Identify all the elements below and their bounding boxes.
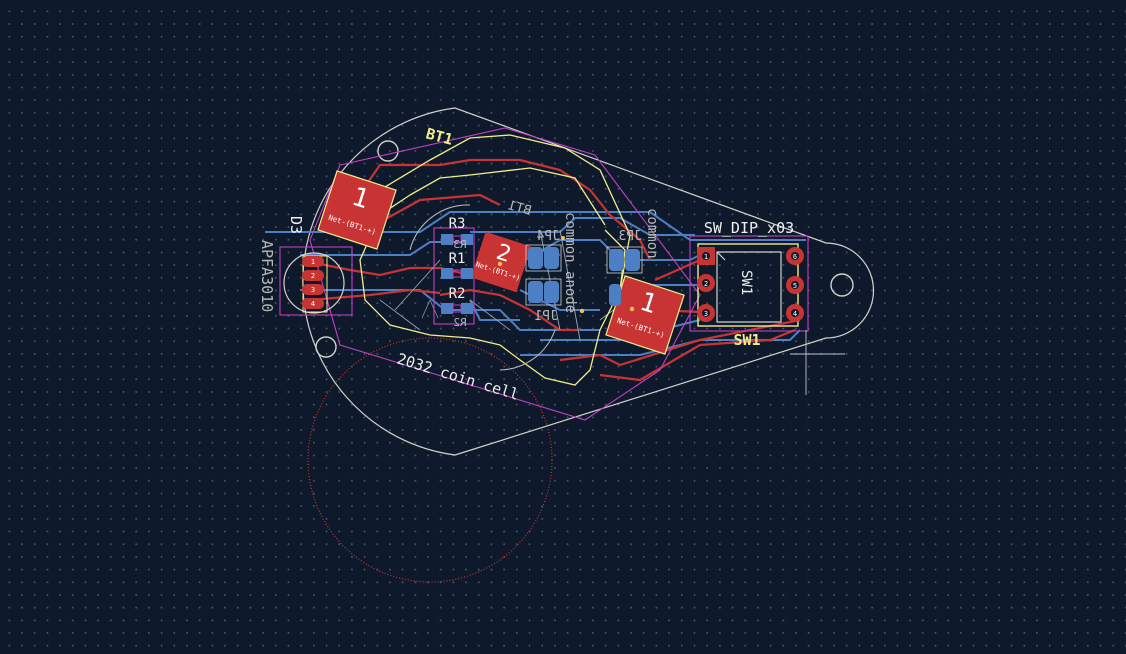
anchor-markers xyxy=(497,236,635,314)
svg-text:5: 5 xyxy=(793,282,797,290)
led-reference: D3 xyxy=(287,216,305,234)
resistor-r2[interactable]: R2 xyxy=(441,286,473,314)
mounting-hole-bottom-left xyxy=(315,336,337,358)
crosshair-cursor xyxy=(790,330,845,395)
battery-silk-outline xyxy=(359,134,631,386)
mounting-hole-top-left xyxy=(377,140,399,162)
ratsnest xyxy=(379,229,641,341)
courtyards xyxy=(279,127,809,421)
led-pin-numbers: 1 2 3 4 xyxy=(311,258,315,308)
jumper-jp1-ref: JP1 xyxy=(535,309,558,324)
svg-text:2: 2 xyxy=(311,272,315,280)
jumper-jp3[interactable]: JP3 xyxy=(606,229,643,274)
resistor-back-labels: R3 R2 xyxy=(453,238,466,329)
jumper-common-label: common xyxy=(644,208,660,259)
svg-text:1: 1 xyxy=(704,253,708,261)
jumper-jp1[interactable]: JP1 xyxy=(525,278,562,324)
led-value: APFA3010 xyxy=(258,240,276,312)
jumper-side-pads xyxy=(609,284,621,306)
resistor-r1[interactable]: R1 xyxy=(441,251,473,279)
dip-switch-fab-ref: SW1 xyxy=(738,270,754,295)
resistor-r3[interactable]: R3 xyxy=(441,216,473,245)
mounting-hole-right xyxy=(830,273,854,297)
svg-text:6: 6 xyxy=(793,253,797,261)
jumper-common-anode-label: common anode xyxy=(562,212,578,313)
battery-pad-2-center[interactable]: 2 Net-(BT1-+) xyxy=(470,231,532,293)
svg-text:2: 2 xyxy=(704,280,708,288)
dip-switch-reference: SW1 xyxy=(733,331,760,349)
svg-text:3: 3 xyxy=(311,286,315,294)
dip-switch-pads-left: 1 2 3 xyxy=(697,247,715,322)
battery-pad-1-left[interactable]: 1 Net-(BT1-+) xyxy=(317,170,397,250)
battery-back-silk xyxy=(409,204,556,371)
dip-switch-sw1[interactable]: SW1 1 2 3 6 5 4 SW_DIP_x03 SW1 xyxy=(697,219,804,349)
resistor-r3-label: R3 xyxy=(449,216,466,232)
coin-cell-fab-outline xyxy=(307,299,553,583)
battery-value: 2032 coin cell xyxy=(395,350,521,404)
jumper-jp3-ref: JP3 xyxy=(619,229,642,244)
resistor-r1-label: R1 xyxy=(449,251,466,267)
resistor-r2-back-label: R2 xyxy=(453,316,466,329)
jumper-jp4[interactable]: JP4 xyxy=(525,229,562,272)
battery-pad-1-right[interactable]: 1 Net-(BT1-+) xyxy=(605,275,685,355)
dip-switch-pads-right: 6 5 4 xyxy=(786,247,804,322)
battery-back-reference: BT1 xyxy=(506,198,533,219)
svg-text:3: 3 xyxy=(704,310,708,318)
svg-text:1: 1 xyxy=(311,258,315,266)
mounting-holes xyxy=(315,140,854,358)
dip-switch-courtyard xyxy=(689,235,809,332)
led-courtyard xyxy=(279,246,353,316)
resistor-r3-back-label: R3 xyxy=(453,238,466,251)
dip-switch-value: SW_DIP_x03 xyxy=(704,219,794,237)
svg-text:4: 4 xyxy=(311,300,315,308)
led-pads xyxy=(302,256,324,309)
board-outline xyxy=(302,107,875,456)
svg-text:4: 4 xyxy=(793,310,797,318)
jumper-jp4-ref: JP4 xyxy=(536,229,560,244)
led-d3-footprint[interactable]: 1 2 3 4 D3 APFA3010 xyxy=(258,216,345,314)
resistor-r2-label: R2 xyxy=(449,286,466,302)
